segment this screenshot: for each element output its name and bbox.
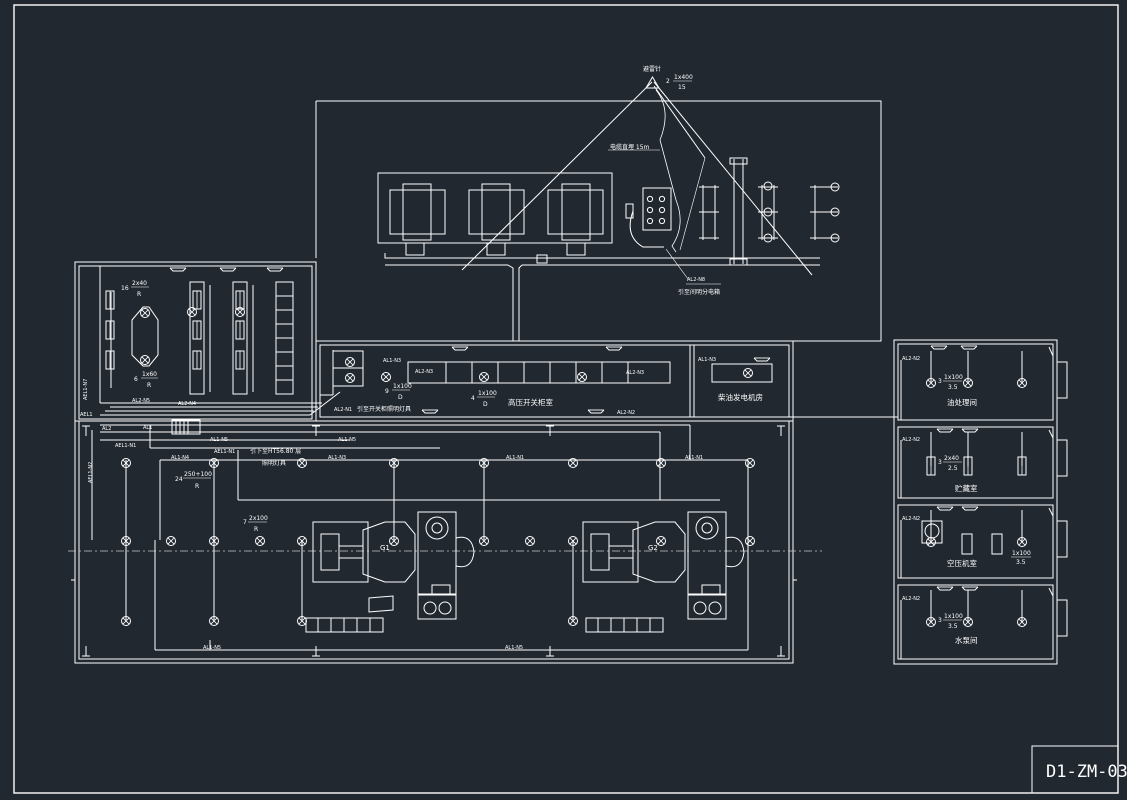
office-lamps <box>105 290 245 370</box>
ceiling-note: 引下至HT56.80 层 <box>250 447 301 455</box>
hv-switchgear-room-label: 高压开关柜室 <box>508 397 553 407</box>
pump-fixture-num: 1x100 <box>944 613 963 620</box>
circuit-al1-n5-bottom: AL1-N5 <box>203 645 221 651</box>
circuit-al1-n5-top: AL1-N5 <box>210 437 228 443</box>
hall-fixture-b-count: 7 <box>243 519 247 526</box>
oil-fixture-count: 3 <box>938 378 942 385</box>
circuit-al1-n3-hall: AL1-N3 <box>328 455 346 461</box>
pump-fixture-count: 3 <box>938 617 942 624</box>
hv-fixture-num: 1x100 <box>478 390 497 397</box>
stair-fixture-count: 9 <box>385 388 389 395</box>
oil-room-label: 油处理间 <box>947 397 977 407</box>
air-compressor-room-label: 空压机室 <box>947 558 977 568</box>
circuit-ael1-n1-right: AEL1-N1 <box>214 449 235 455</box>
circuit-al2-n3-left: AL2-N3 <box>415 369 433 375</box>
storage-fixture-count: 3 <box>938 459 942 466</box>
sheet-border <box>13 4 1119 794</box>
outdoor-yard <box>315 76 882 342</box>
circuit-al1-n5-bottom-right: AL1-N5 <box>505 645 523 651</box>
hv-lamp-note: 引至开关柜照明灯具 <box>357 405 411 413</box>
circuit-al1-n1-right: AL1-N1 <box>685 455 703 461</box>
office-block <box>74 261 317 422</box>
circuit-al2-n4: AL2-N4 <box>178 401 196 407</box>
circuit-al2-n2-storage: AL2-N2 <box>902 437 920 443</box>
storage-fixture-den: 2.5 <box>948 465 958 472</box>
office-fixture-count-bot: 6 <box>134 376 138 383</box>
lightning-rod-label: 避雷针 <box>643 65 661 73</box>
circuit-al2-n2-air: AL2-N2 <box>902 516 920 522</box>
circuit-ael1-office: AEL1 <box>80 412 93 418</box>
air-fixture-den: 3.5 <box>1016 559 1026 566</box>
office-fixture-den-bot: R <box>147 382 151 389</box>
pump-room-label: 水泵间 <box>955 635 978 645</box>
hall-fixture-b-num: 2x100 <box>249 515 268 522</box>
circuit-al2-n5: AL2-N5 <box>132 398 150 404</box>
office-fixture-num-top: 2x40 <box>132 280 147 287</box>
oil-fixture-num: 1x100 <box>944 374 963 381</box>
circuit-al2-n2-switch: AL2-N2 <box>617 410 635 416</box>
air-fixture-num: 1x100 <box>1012 550 1031 557</box>
circuit-al2-n8: AL2-N8 <box>687 277 705 283</box>
hv-fixture-count: 4 <box>471 395 475 402</box>
circuit-al2-n1: AL2-N1 <box>334 407 352 413</box>
circuit-al2-hall: AL2 <box>102 426 111 432</box>
generator-g2-label: G2 <box>648 544 658 552</box>
generator-hall <box>68 391 822 664</box>
storage-room-label: 贮藏室 <box>955 483 978 493</box>
storage-fixture-num: 2x40 <box>944 455 959 462</box>
cable-burial-note: 电缆直埋 15m <box>610 143 650 151</box>
circuit-ael1-n2: AEL1-N2 <box>88 462 94 483</box>
pump-fixture-den: 3.5 <box>948 623 958 630</box>
circuit-al2-n2-pump: AL2-N2 <box>902 596 920 602</box>
drawing-number: D1-ZM-03 <box>1046 762 1127 782</box>
circuit-al2-n2-oil: AL2-N2 <box>902 356 920 362</box>
title-block <box>1031 745 1119 794</box>
office-fixture-count-top: 16 <box>121 285 129 292</box>
switchgear-lamps <box>345 357 753 383</box>
ceiling-note-2: 照明灯具 <box>262 459 286 467</box>
rod-cable-denominator: 15 <box>678 84 686 91</box>
circuit-al1-n1-mid: AL1-N1 <box>506 455 524 461</box>
circuit-al1-n3-diesel: AL1-N3 <box>698 357 716 363</box>
auxiliary-block <box>893 339 1068 665</box>
rod-cable-numerator: 1x400 <box>674 74 693 81</box>
circuit-al1-hall: AL1 <box>143 425 152 431</box>
auxiliary-lamps <box>926 378 1027 627</box>
office-fixture-num-bot: 1x60 <box>142 371 157 378</box>
stair-fixture-num: 1x100 <box>393 383 412 390</box>
hall-fixture-a-count: 24 <box>175 476 183 483</box>
circuit-al1-n5-right: AL1-N5 <box>338 437 356 443</box>
circuit-ael1-n7: AEL1-N7 <box>83 379 89 400</box>
distribution-box-note: 引至间明分电箱 <box>678 288 720 296</box>
circuit-al1-n3-top: AL1-N3 <box>383 358 401 364</box>
diesel-room-label: 柴油发电机房 <box>718 392 763 402</box>
hv-fixture-den: D <box>483 401 488 408</box>
rod-cable-count: 2 <box>666 78 670 85</box>
circuit-al1-n4: AL1-N4 <box>171 455 189 461</box>
office-fixture-den-top: R <box>137 291 141 298</box>
generator-g1-label: G1 <box>380 544 390 552</box>
hall-fixture-a-den: R <box>195 483 199 490</box>
circuit-al2-n3-right: AL2-N3 <box>626 370 644 376</box>
hall-fixture-b-den: R <box>254 526 258 533</box>
circuit-ael1-n1: AEL1-N1 <box>115 443 136 449</box>
stair-fixture-den: D <box>398 394 403 401</box>
oil-fixture-den: 3.5 <box>948 384 958 391</box>
hall-fixture-a-num: 250+100 <box>184 471 212 478</box>
